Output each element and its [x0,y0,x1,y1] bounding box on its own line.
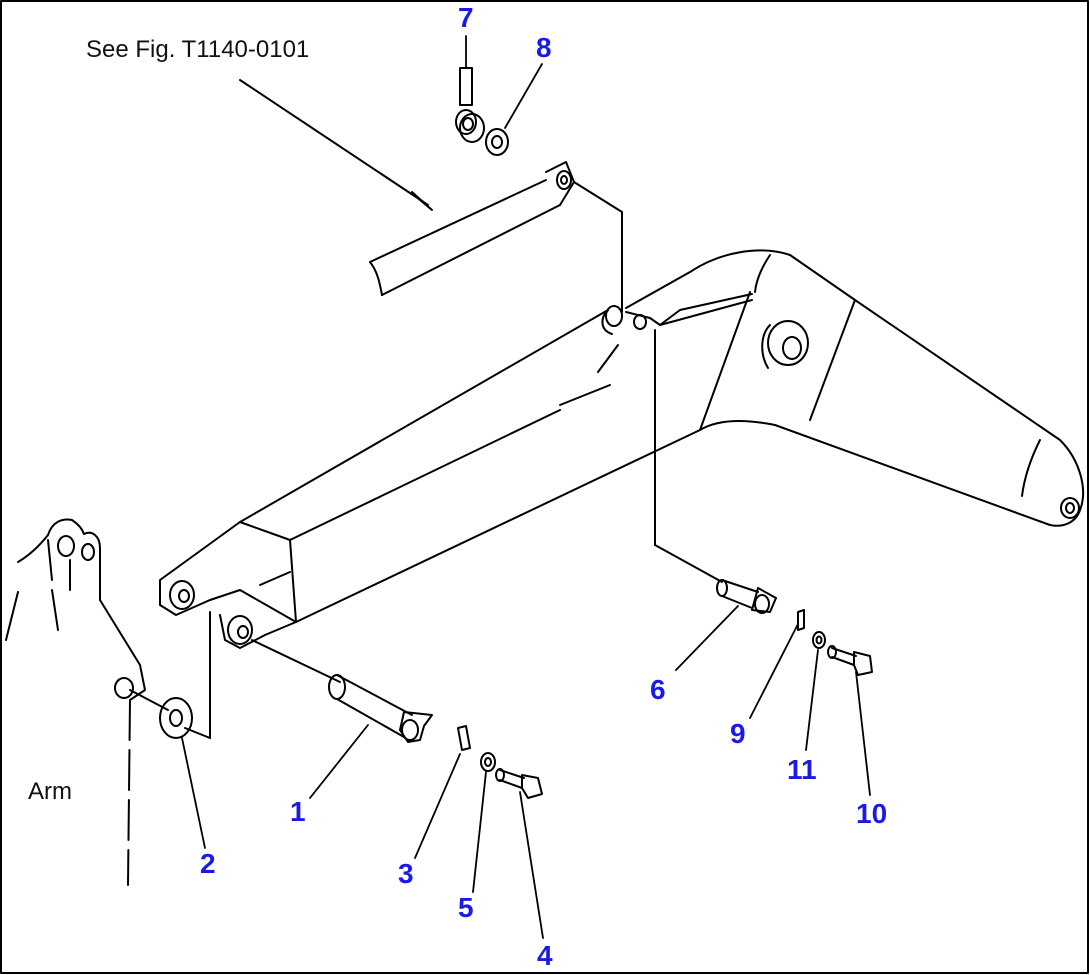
part-2-washer [129,689,193,739]
base-leader [184,611,211,739]
part-6-pin [716,579,777,614]
part-8-washer [485,128,509,156]
part-11-lock-washer [812,631,826,649]
callout-2: 2 [200,848,216,879]
part-10-bolt [827,645,873,676]
callout-10: 10 [856,798,888,829]
reference-leader [239,79,433,211]
callout-5: 5 [458,892,474,923]
callout-9: 9 [730,718,746,749]
part-9-plate [797,609,805,631]
callout-4: 4 [537,940,553,971]
part-4-bolt [495,768,543,799]
pin-1-centreline [251,639,341,683]
callout-leaders [181,35,871,939]
boom-body [159,249,1085,649]
part-1-pin [328,674,433,743]
callout-8: 8 [536,32,552,63]
arm-label: Arm [28,778,72,805]
arm-partial [5,518,146,886]
callout-3: 3 [398,858,414,889]
callout-6: 6 [650,674,666,705]
callout-1: 1 [290,796,306,827]
reference-text: See Fig. T1140-0101 [86,36,310,63]
pin-6-leader [654,329,723,583]
boom-cylinder-rod [369,161,623,313]
part-7-pin-lock [455,67,485,143]
part-3-plate [457,725,471,751]
part-5-lock-washer [480,752,496,772]
callout-7: 7 [458,2,474,33]
callout-11: 11 [787,754,817,785]
